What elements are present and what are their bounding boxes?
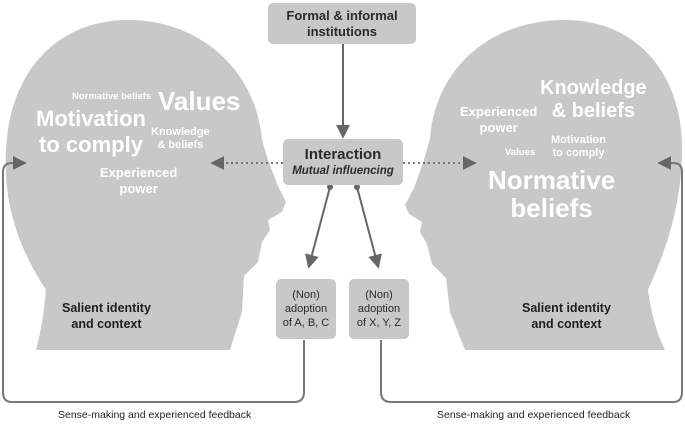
interaction-title: Interaction — [304, 146, 382, 163]
institutions-line2: institutions — [306, 23, 378, 39]
right-identity-line1: Salient identity — [522, 301, 611, 315]
left-motivation-line2: to comply — [39, 132, 143, 157]
left-identity-line1: Salient identity — [62, 301, 151, 315]
left-experienced-line1: Experienced — [100, 165, 178, 180]
left-knowledge: Knowledge & beliefs — [151, 126, 210, 152]
right-knowledge-line1: Knowledge — [540, 77, 647, 99]
adoption-left-line2: adoption — [284, 303, 328, 315]
interaction-to-adoption-right-arrow — [356, 186, 382, 269]
right-identity-line2: and context — [531, 317, 602, 331]
left-experienced: Experienced power — [100, 165, 177, 197]
left-feedback-loop — [2, 156, 305, 403]
left-knowledge-line1: Knowledge — [151, 126, 210, 138]
left-motivation-line1: Motivation — [36, 106, 146, 131]
right-values: Values — [505, 147, 536, 158]
right-feedback-caption: Sense-making and experienced feedback — [437, 409, 631, 421]
left-experienced-line2: power — [119, 181, 158, 196]
interaction-box: Interaction Mutual influencing — [283, 139, 403, 185]
right-experienced-line1: Experienced — [460, 104, 538, 119]
left-motivation: Motivation to comply — [36, 106, 146, 158]
right-normative-line2: beliefs — [510, 193, 593, 223]
adoption-box-left: (Non) adoption of A, B, C — [276, 279, 336, 339]
left-identity: Salient identity and context — [62, 300, 151, 332]
right-normative: Normative beliefs — [488, 166, 615, 222]
adoption-left-line3: of A, B, C — [282, 317, 330, 329]
right-motivation-line2: to comply — [552, 147, 605, 159]
left-head-silhouette — [5, 20, 287, 350]
left-values: Values — [158, 86, 241, 116]
interaction-to-adoption-left-arrow — [305, 186, 331, 269]
adoption-right-line2: adoption — [357, 303, 401, 315]
adoption-left-line1: (Non) — [292, 289, 320, 301]
left-normative-beliefs: Normative beliefs — [72, 91, 152, 102]
right-experienced: Experienced power — [460, 104, 537, 136]
left-knowledge-line2: & beliefs — [157, 139, 204, 151]
adoption-right-line3: of X, Y, Z — [356, 317, 402, 329]
right-experienced-line2: power — [479, 120, 518, 135]
right-knowledge-line2: & beliefs — [551, 100, 636, 122]
right-identity: Salient identity and context — [522, 300, 611, 332]
right-motivation-line1: Motivation — [551, 134, 606, 146]
right-knowledge: Knowledge & beliefs — [540, 77, 647, 123]
right-feedback-loop — [380, 156, 683, 403]
left-feedback-caption: Sense-making and experienced feedback — [58, 409, 252, 421]
adoption-right-line1: (Non) — [365, 289, 393, 301]
adoption-box-right: (Non) adoption of X, Y, Z — [349, 279, 409, 339]
right-motivation: Motivation to comply — [551, 134, 606, 160]
institutions-box: Formal & informal institutions — [268, 3, 416, 44]
left-identity-line2: and context — [71, 317, 142, 331]
right-head-silhouette — [405, 20, 682, 350]
interaction-subtitle: Mutual influencing — [292, 165, 394, 177]
right-normative-line1: Normative — [488, 165, 616, 195]
institutions-line1: Formal & informal — [286, 7, 398, 23]
